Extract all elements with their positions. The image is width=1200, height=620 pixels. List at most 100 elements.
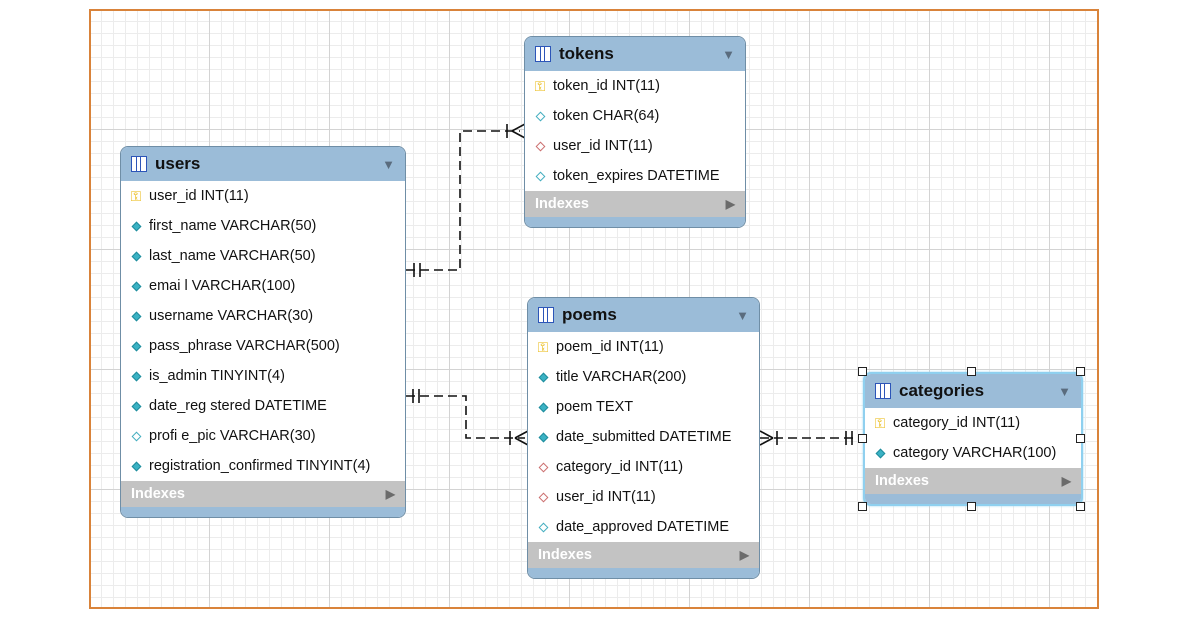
collapse-arrow-icon[interactable]: ▼ <box>1058 383 1071 399</box>
column-row[interactable]: user_id INT(11) <box>525 131 745 161</box>
indexes-label: Indexes <box>535 196 589 212</box>
key-icon: ⚿ <box>537 338 549 355</box>
key-icon: ⚿ <box>534 77 546 94</box>
column-text: first_name VARCHAR(50) <box>149 218 317 234</box>
filled-diamond-icon <box>129 221 143 231</box>
column-list: ⚿category_id INT(11) category VARCHAR(100… <box>865 408 1081 468</box>
key-icon: ⚿ <box>130 187 142 204</box>
column-row[interactable]: registration_confirmed TINYINT(4) <box>121 451 405 481</box>
table-header[interactable]: users ▼ <box>121 147 405 181</box>
table-tokens[interactable]: tokens ▼ ⚿ token_id INT(11) token CHAR(64)… <box>524 36 746 228</box>
expand-arrow-icon[interactable]: ▶ <box>739 548 749 562</box>
table-footer <box>525 217 745 227</box>
indexes-section[interactable]: Indexes ▶ <box>528 542 759 568</box>
indexes-label: Indexes <box>131 486 185 502</box>
expand-arrow-icon[interactable]: ▶ <box>1061 474 1071 488</box>
column-row[interactable]: title VARCHAR(200) <box>528 362 759 392</box>
collapse-arrow-icon[interactable]: ▼ <box>736 307 749 323</box>
column-row[interactable]: user_id INT(11) <box>528 482 759 512</box>
filled-diamond-icon <box>129 461 143 471</box>
column-row[interactable]: token_expires DATETIME <box>525 161 745 191</box>
column-row[interactable]: ⚿ token_id INT(11) <box>525 71 745 101</box>
column-row[interactable]: username VARCHAR(30) <box>121 301 405 331</box>
table-poems[interactable]: poems ▼ ⚿ poem_id INT(11) title VARCHAR(20… <box>527 297 760 579</box>
resize-handle-bottom[interactable] <box>967 502 976 511</box>
column-row[interactable]: pass_phrase VARCHAR(500) <box>121 331 405 361</box>
resize-handle-top[interactable] <box>967 367 976 376</box>
column-row[interactable]: emai l VARCHAR(100) <box>121 271 405 301</box>
column-text: date_reg stered DATETIME <box>149 398 327 414</box>
filled-diamond-icon <box>129 401 143 411</box>
filled-diamond-icon <box>873 448 887 458</box>
collapse-arrow-icon[interactable]: ▼ <box>722 46 735 62</box>
column-text: category_id INT(11) <box>556 459 684 475</box>
column-row[interactable]: category_id INT(11) <box>528 452 759 482</box>
column-text: title VARCHAR(200) <box>556 369 687 385</box>
collapse-arrow-icon[interactable]: ▼ <box>382 156 395 172</box>
filled-diamond-icon <box>536 372 550 382</box>
foreign-key-diamond-icon <box>533 141 547 151</box>
column-text: poem TEXT <box>556 399 634 415</box>
resize-handle-right[interactable] <box>1076 434 1085 443</box>
resize-handle-top-left[interactable] <box>858 367 867 376</box>
column-row[interactable]: profi e_pic VARCHAR(30) <box>121 421 405 451</box>
column-text: poem_id INT(11) <box>556 339 664 355</box>
table-header[interactable]: tokens ▼ <box>525 37 745 71</box>
column-row[interactable]: ⚿ poem_id INT(11) <box>528 332 759 362</box>
column-row[interactable]: category VARCHAR(100) <box>865 438 1081 468</box>
table-icon <box>538 307 554 323</box>
foreign-key-diamond-icon <box>536 462 550 472</box>
filled-diamond-icon <box>129 251 143 261</box>
expand-arrow-icon[interactable]: ▶ <box>725 197 735 211</box>
column-text: token_expires DATETIME <box>553 168 720 184</box>
table-footer <box>121 507 405 517</box>
column-list: ⚿user_id INT(11) first_name VARCHAR(50) la… <box>121 181 405 481</box>
column-list: ⚿ token_id INT(11) token CHAR(64) user_id I… <box>525 71 745 191</box>
column-row[interactable]: date_approved DATETIME <box>528 512 759 542</box>
resize-handle-bottom-left[interactable] <box>858 502 867 511</box>
filled-diamond-icon <box>129 311 143 321</box>
filled-diamond-icon <box>129 371 143 381</box>
column-row[interactable]: poem TEXT <box>528 392 759 422</box>
column-text: category VARCHAR(100) <box>893 445 1057 461</box>
hollow-diamond-icon <box>536 522 550 532</box>
resize-handle-top-right[interactable] <box>1076 367 1085 376</box>
column-text: date_approved DATETIME <box>556 519 730 535</box>
column-text: date_submitted DATETIME <box>556 429 732 445</box>
table-categories[interactable]: categories ▼ ⚿category_id INT(11) categor… <box>863 372 1083 506</box>
column-text: username VARCHAR(30) <box>149 308 314 324</box>
column-row[interactable]: token CHAR(64) <box>525 101 745 131</box>
table-header[interactable]: categories ▼ <box>865 374 1081 408</box>
resize-handle-left[interactable] <box>858 434 867 443</box>
filled-diamond-icon <box>536 402 550 412</box>
column-text: token_id INT(11) <box>553 78 660 94</box>
table-footer <box>865 494 1081 504</box>
indexes-label: Indexes <box>875 473 929 489</box>
column-text: is_admin TINYINT(4) <box>149 368 285 384</box>
table-icon <box>131 156 147 172</box>
column-text: token CHAR(64) <box>553 108 660 124</box>
column-row[interactable]: last_name VARCHAR(50) <box>121 241 405 271</box>
expand-arrow-icon[interactable]: ▶ <box>385 487 395 501</box>
table-header[interactable]: poems ▼ <box>528 298 759 332</box>
column-row[interactable]: is_admin TINYINT(4) <box>121 361 405 391</box>
key-icon: ⚿ <box>874 414 886 431</box>
table-icon <box>875 383 891 399</box>
hollow-diamond-icon <box>129 431 143 441</box>
hollow-diamond-icon <box>533 171 547 181</box>
column-row[interactable]: date_submitted DATETIME <box>528 422 759 452</box>
table-users[interactable]: users ▼ ⚿user_id INT(11) first_name VARCH… <box>120 146 406 518</box>
table-footer <box>528 568 759 578</box>
column-row[interactable]: ⚿category_id INT(11) <box>865 408 1081 438</box>
column-row[interactable]: date_reg stered DATETIME <box>121 391 405 421</box>
indexes-section[interactable]: Indexes ▶ <box>865 468 1081 494</box>
column-text: profi e_pic VARCHAR(30) <box>149 428 316 444</box>
indexes-section[interactable]: Indexes ▶ <box>121 481 405 507</box>
column-text: registration_confirmed TINYINT(4) <box>149 458 371 474</box>
filled-diamond-icon <box>129 341 143 351</box>
column-row[interactable]: first_name VARCHAR(50) <box>121 211 405 241</box>
resize-handle-bottom-right[interactable] <box>1076 502 1085 511</box>
table-icon <box>535 46 551 62</box>
indexes-section[interactable]: Indexes ▶ <box>525 191 745 217</box>
column-row[interactable]: ⚿user_id INT(11) <box>121 181 405 211</box>
